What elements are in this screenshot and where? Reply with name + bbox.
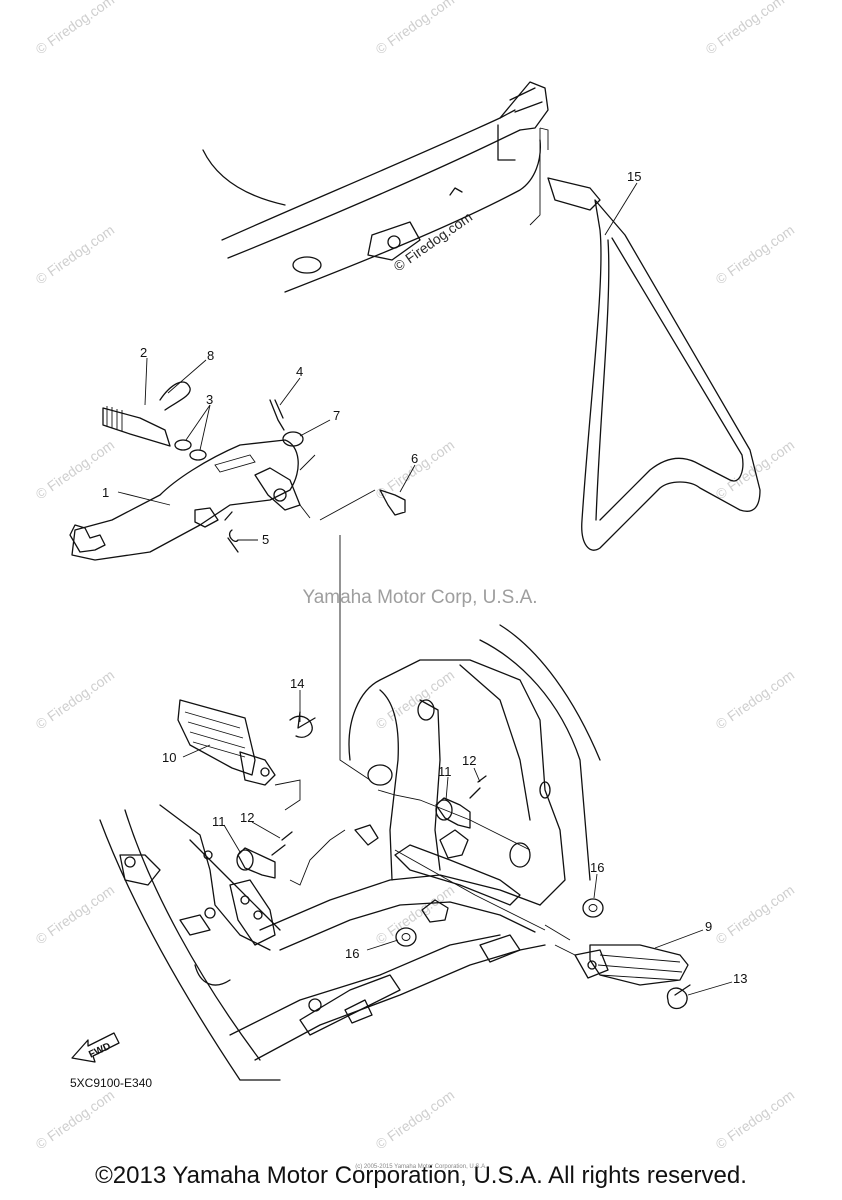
watermark-text: © Firedog.com [713,1087,798,1153]
stand-drawing [529,128,761,551]
watermark-text: © Firedog.com [373,1087,458,1153]
watermark-text: © Firedog.com [373,882,458,948]
footrest-left-drawing [177,699,316,786]
watermark-center-text: Yamaha Motor Corp, U.S.A. [302,587,537,608]
callout-6: 6 [411,451,418,466]
copyright-notice: ©2013 Yamaha Motor Corporation, U.S.A. A… [95,1162,747,1189]
callout-11b: 11 [438,764,452,779]
watermark-text: © Firedog.com [33,667,118,733]
callout-8: 8 [207,348,214,363]
callout-7: 7 [333,408,340,423]
callout-12a: 12 [240,810,254,825]
watermark-grid: © Firedog.com © Firedog.com © Firedog.co… [33,0,798,1170]
callout-15: 15 [627,169,641,184]
watermark-text: © Firedog.com [33,0,118,57]
watermark-text: © Firedog.com [713,667,798,733]
callout-9: 9 [705,919,712,934]
callout-1: 1 [102,485,109,500]
watermark-text: © Firedog.com [713,222,798,288]
brake-pedal-drawing [69,381,406,781]
rear-frame-drawing [202,81,549,293]
watermark-fine-print: (c) 2005-2015 Yamaha Motor Corporation, … [355,1164,487,1170]
callout-11a: 11 [212,814,226,829]
callout-16b: 16 [345,946,359,961]
watermark-text: © Firedog.com [373,0,458,57]
bolts-pins-drawing [236,775,487,879]
callout-3: 3 [206,392,213,407]
callout-5: 5 [262,532,269,547]
fwd-arrow: FWD [71,1032,120,1063]
callout-14: 14 [290,676,304,691]
callout-10: 10 [162,750,176,765]
footrest-right-drawing [395,898,691,1010]
callout-12b: 12 [462,753,476,768]
watermark-text: © Firedog.com [373,667,458,733]
callout-13: 13 [733,971,747,986]
diagram-code: 5XC9100-E340 [70,1076,152,1090]
callout-labels: 1 2 3 4 5 6 7 8 9 10 11 11 12 12 13 14 1… [102,169,747,986]
callout-16a: 16 [590,860,604,875]
leader-lines [117,182,733,996]
lower-frame-drawing [99,624,601,1081]
watermark-text: © Firedog.com [33,882,118,948]
callout-4: 4 [296,364,303,379]
watermark-text: © Firedog.com [33,1087,118,1153]
callout-2: 2 [140,345,147,360]
watermark-text: © Firedog.com [703,0,788,57]
watermark-text: © Firedog.com [373,437,458,503]
watermark-text: © Firedog.com [33,222,118,288]
watermark-text: © Firedog.com [713,882,798,948]
